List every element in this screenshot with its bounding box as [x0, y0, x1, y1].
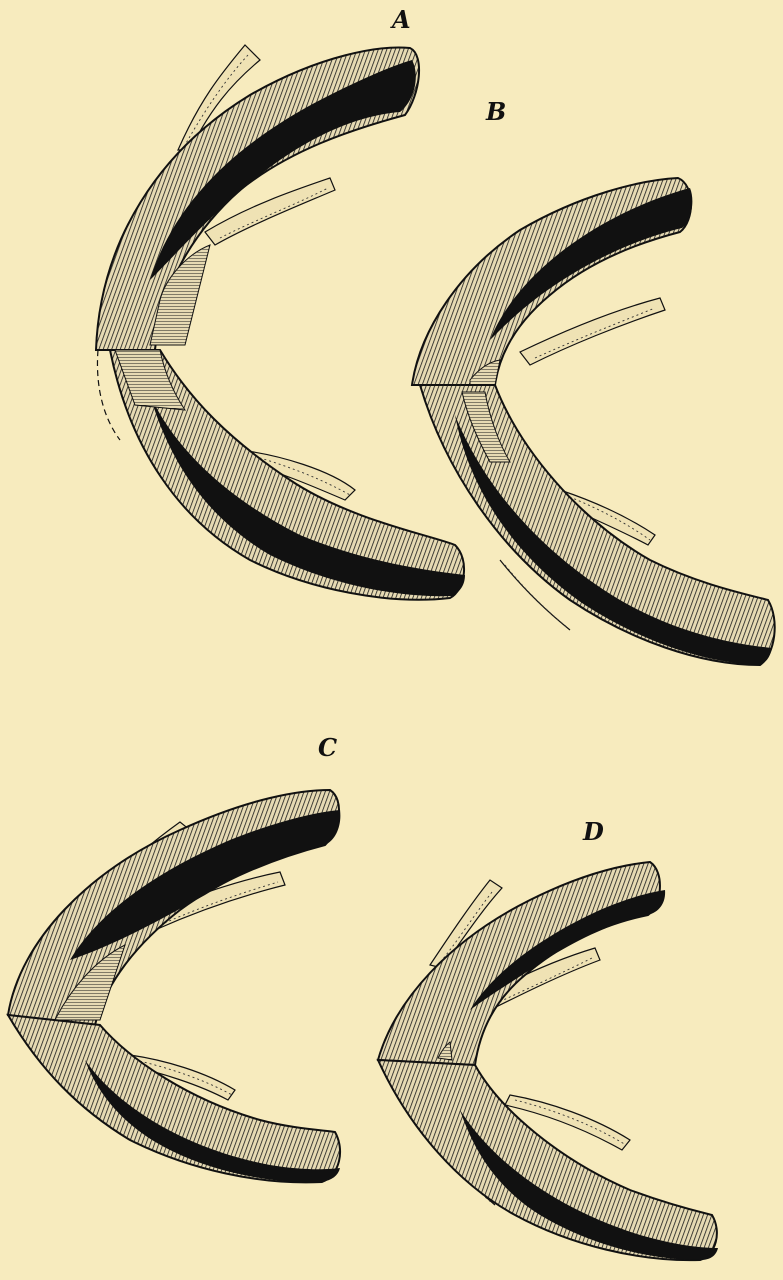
- panel-c-upper-feather: [8, 790, 340, 1025]
- panel-d: D: [378, 817, 718, 1260]
- panel-b: B: [412, 97, 775, 665]
- panel-a: A: [96, 5, 465, 600]
- panel-a-upper-feather: [96, 45, 419, 350]
- panel-b-lower-feather: [420, 385, 775, 665]
- panel-label-c: C: [318, 733, 337, 762]
- panel-label-b: B: [485, 97, 506, 126]
- panel-c: C: [8, 733, 340, 1182]
- panel-b-upper-feather: [412, 178, 692, 385]
- panel-d-upper-feather: [378, 862, 665, 1065]
- panel-a-lower-feather: [97, 350, 465, 600]
- panel-label-a: A: [390, 5, 411, 34]
- panel-d-lower-feather: [378, 1060, 718, 1260]
- panel-label-d: D: [582, 817, 604, 846]
- panel-c-lower-feather: [8, 1015, 340, 1182]
